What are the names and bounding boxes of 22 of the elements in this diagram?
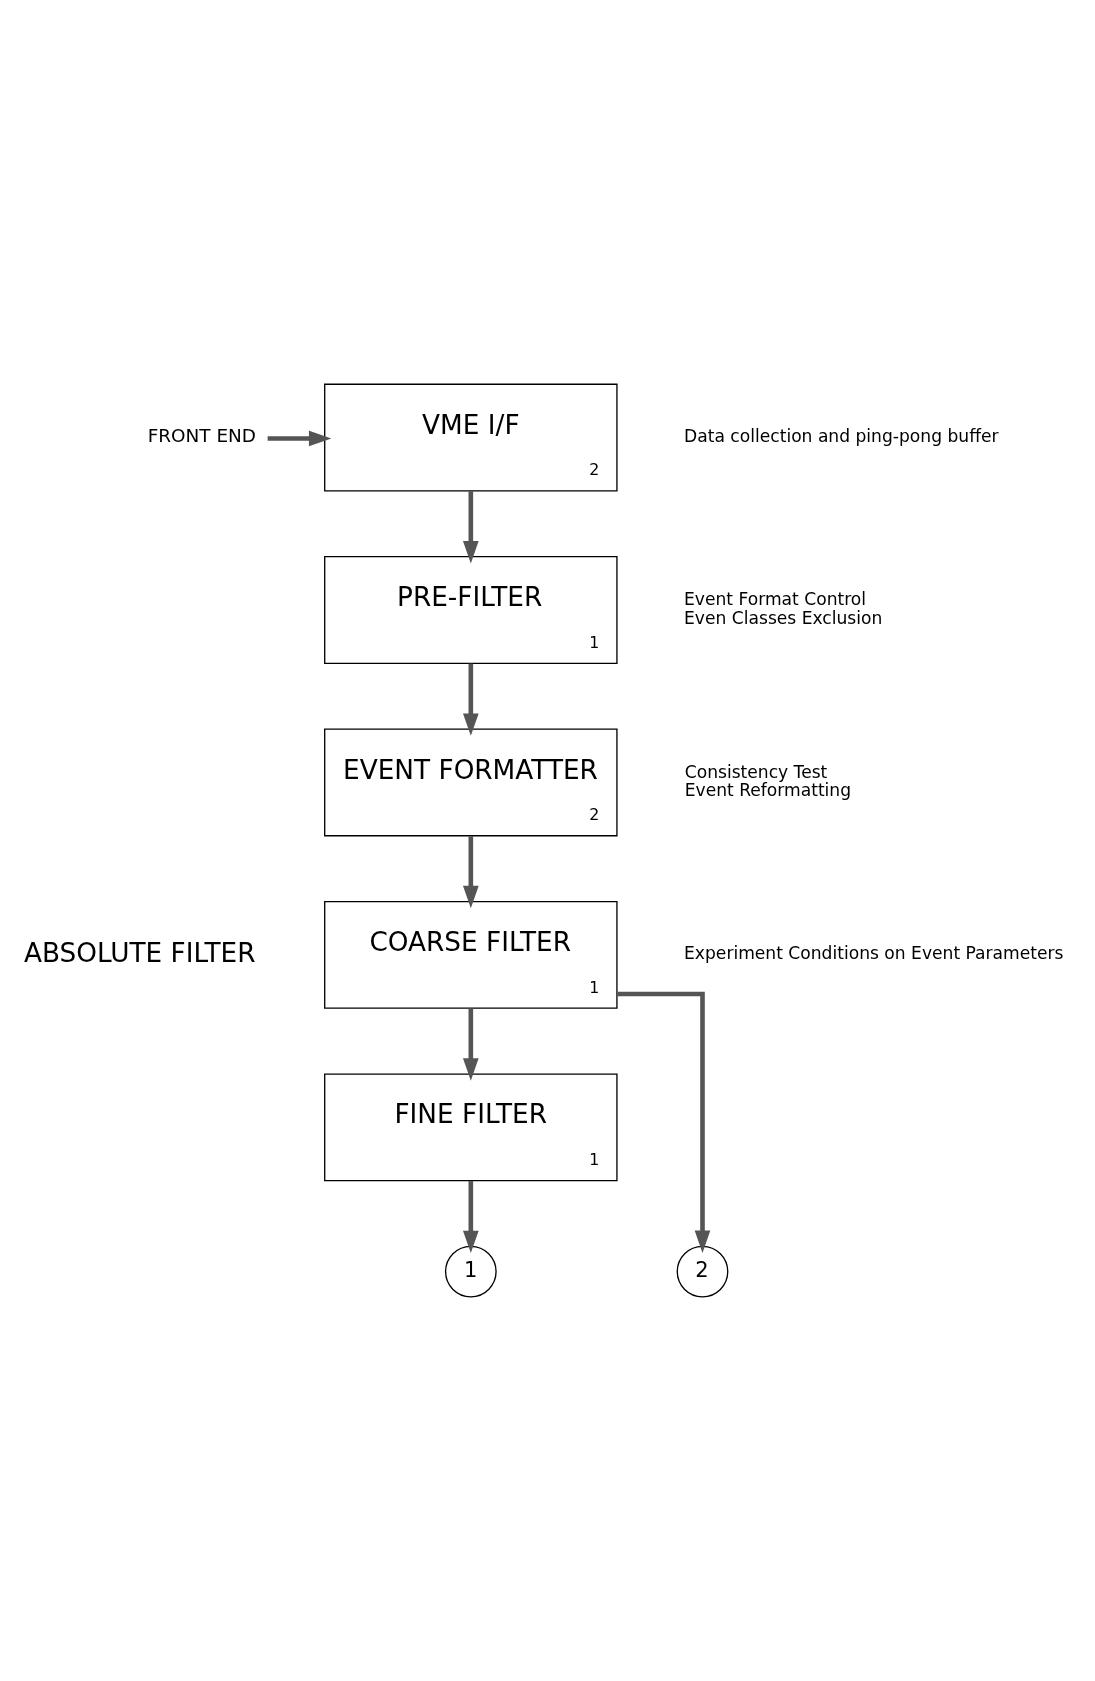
node-box: VME I/F 2 bbox=[324, 383, 618, 492]
node-label: Consistency Test bbox=[684, 761, 828, 782]
node-label: Data collection and ping-pong buffer bbox=[684, 426, 999, 447]
node-box: PRE-FILTER 1 bbox=[324, 556, 618, 664]
node-label: Even Classes Exclusion bbox=[684, 607, 883, 628]
arrow bbox=[462, 663, 479, 736]
node-circle: 1 bbox=[444, 1245, 497, 1298]
node-box: COARSE FILTER 1 bbox=[324, 900, 618, 1009]
node-text: FRONT END bbox=[147, 425, 256, 447]
node-label: Experiment Conditions on Event Parameters bbox=[684, 943, 1064, 964]
node-label: Event Reformatting bbox=[684, 780, 852, 801]
node-label: Event Format Control bbox=[684, 589, 867, 610]
arrow bbox=[462, 491, 479, 564]
arrow bbox=[462, 836, 479, 909]
arrow bbox=[617, 991, 711, 1253]
label: ABSOLUTE FILTER bbox=[23, 937, 256, 968]
node-box: FINE FILTER 1 bbox=[324, 1073, 618, 1182]
node-box: EVENT FORMATTER 2 bbox=[324, 728, 618, 837]
node-circle: 2 bbox=[676, 1245, 729, 1298]
arrow bbox=[462, 1181, 479, 1254]
arrow bbox=[462, 1008, 479, 1081]
arrow bbox=[267, 430, 332, 447]
